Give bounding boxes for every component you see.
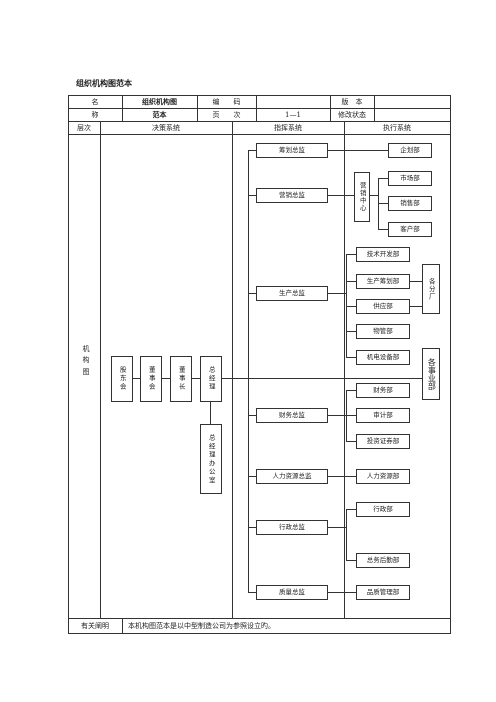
page-value: 1—1 xyxy=(285,110,301,119)
customer-dept-box: 客户部 xyxy=(388,222,432,237)
gm-office-label: 总经理办公室 xyxy=(207,433,216,485)
tech-dept-box: 技术开发部 xyxy=(356,247,410,262)
chart-label: 机构图 xyxy=(82,345,90,376)
gm-office-box: 总经理办公室 xyxy=(200,424,222,494)
prod-plan-dept-label: 生产筹划部 xyxy=(366,276,400,285)
version-label: 版 本 xyxy=(341,97,363,106)
footer-note: 本机构图范本是以中型制造公司为参照设立旳。 xyxy=(128,621,275,630)
audit-dept-box: 审计部 xyxy=(356,408,410,423)
admin-dept-box: 行政部 xyxy=(356,502,410,517)
logistics-dept-label: 总务后勤部 xyxy=(366,555,400,564)
production-director-box: 生产总监 xyxy=(256,286,328,301)
doc-title: 组织机构图范本 xyxy=(76,79,132,88)
hr-director-label: 人力资源总监 xyxy=(272,471,312,480)
factories-label: 各分厂 xyxy=(427,277,436,301)
admin-director-box: 行政总监 xyxy=(256,520,328,535)
customer-dept-label: 客户部 xyxy=(400,224,420,233)
marketing-center-box: 营销中心 xyxy=(354,172,370,222)
level-header: 层次 xyxy=(77,123,91,132)
market-dept-label: 市场部 xyxy=(400,173,420,182)
marketing-director-box: 营销总监 xyxy=(256,188,328,203)
material-dept-label: 物管部 xyxy=(373,326,393,335)
quality-director-label: 质量总监 xyxy=(279,587,305,596)
name-value-1: 组织机构图 xyxy=(142,97,177,106)
divisions-box: 各事业部 xyxy=(422,348,440,400)
mech-dept-box: 机电设备部 xyxy=(356,350,410,365)
finance-dept-box: 财务部 xyxy=(356,383,410,398)
supply-dept-box: 供应部 xyxy=(356,299,410,314)
marketing-center-label: 营销中心 xyxy=(358,182,367,212)
production-director-label: 生产总监 xyxy=(279,288,305,297)
hr-director-box: 人力资源总监 xyxy=(256,469,328,484)
invest-dept-box: 投资证券部 xyxy=(356,434,410,449)
code-label: 编 码 xyxy=(212,97,241,106)
decision-header: 决策系统 xyxy=(152,123,180,132)
admin-director-label: 行政总监 xyxy=(279,522,305,531)
planning-dept-box: 企划部 xyxy=(388,143,432,158)
status-label: 修改状态 xyxy=(338,110,366,119)
execution-header: 执行系统 xyxy=(383,123,411,132)
sales-dept-label: 销售部 xyxy=(400,198,420,207)
planning-director-box: 筹划总监 xyxy=(256,143,328,158)
chairman-box: 董事长 xyxy=(170,356,192,402)
market-dept-box: 市场部 xyxy=(388,171,432,186)
sales-dept-box: 销售部 xyxy=(388,196,432,211)
name-value-2: 范本 xyxy=(152,110,167,119)
chairman-label: 董事长 xyxy=(177,366,186,392)
tech-dept-label: 技术开发部 xyxy=(366,249,400,258)
prod-plan-dept-box: 生产筹划部 xyxy=(356,274,410,289)
shareholders-box: 股东会 xyxy=(111,356,133,402)
finance-director-box: 财务总监 xyxy=(256,408,328,423)
quality-dept-box: 品质管理部 xyxy=(356,585,410,600)
page-label: 页 次 xyxy=(212,110,241,119)
material-dept-box: 物管部 xyxy=(356,324,410,339)
supply-dept-label: 供应部 xyxy=(373,301,393,310)
gm-label: 总经理 xyxy=(207,366,216,392)
marketing-director-label: 营销总监 xyxy=(279,190,305,199)
name-label-1: 名 xyxy=(91,97,99,106)
factories-box: 各分厂 xyxy=(422,264,440,314)
planning-dept-label: 企划部 xyxy=(400,145,420,154)
quality-dept-label: 品质管理部 xyxy=(366,587,400,596)
shareholders-label: 股东会 xyxy=(118,366,127,392)
name-label-2: 称 xyxy=(91,110,99,119)
hr-dept-label: 人力资源部 xyxy=(366,471,400,480)
board-label: 董事会 xyxy=(147,366,156,392)
admin-dept-label: 行政部 xyxy=(373,504,393,513)
planning-director-label: 筹划总监 xyxy=(279,145,305,154)
logistics-dept-box: 总务后勤部 xyxy=(356,553,410,568)
mech-dept-label: 机电设备部 xyxy=(366,352,400,361)
divisions-label: 各事业部 xyxy=(427,358,437,390)
gm-box: 总经理 xyxy=(200,356,222,402)
audit-dept-label: 审计部 xyxy=(373,410,393,419)
quality-director-box: 质量总监 xyxy=(256,585,328,600)
invest-dept-label: 投资证券部 xyxy=(366,436,400,445)
finance-director-label: 财务总监 xyxy=(279,410,305,419)
board-box: 董事会 xyxy=(140,356,162,402)
command-header: 指挥系统 xyxy=(274,123,302,132)
hr-dept-box: 人力资源部 xyxy=(356,469,410,484)
footer-label: 有关阐明 xyxy=(81,621,109,630)
finance-dept-label: 财务部 xyxy=(373,385,393,394)
